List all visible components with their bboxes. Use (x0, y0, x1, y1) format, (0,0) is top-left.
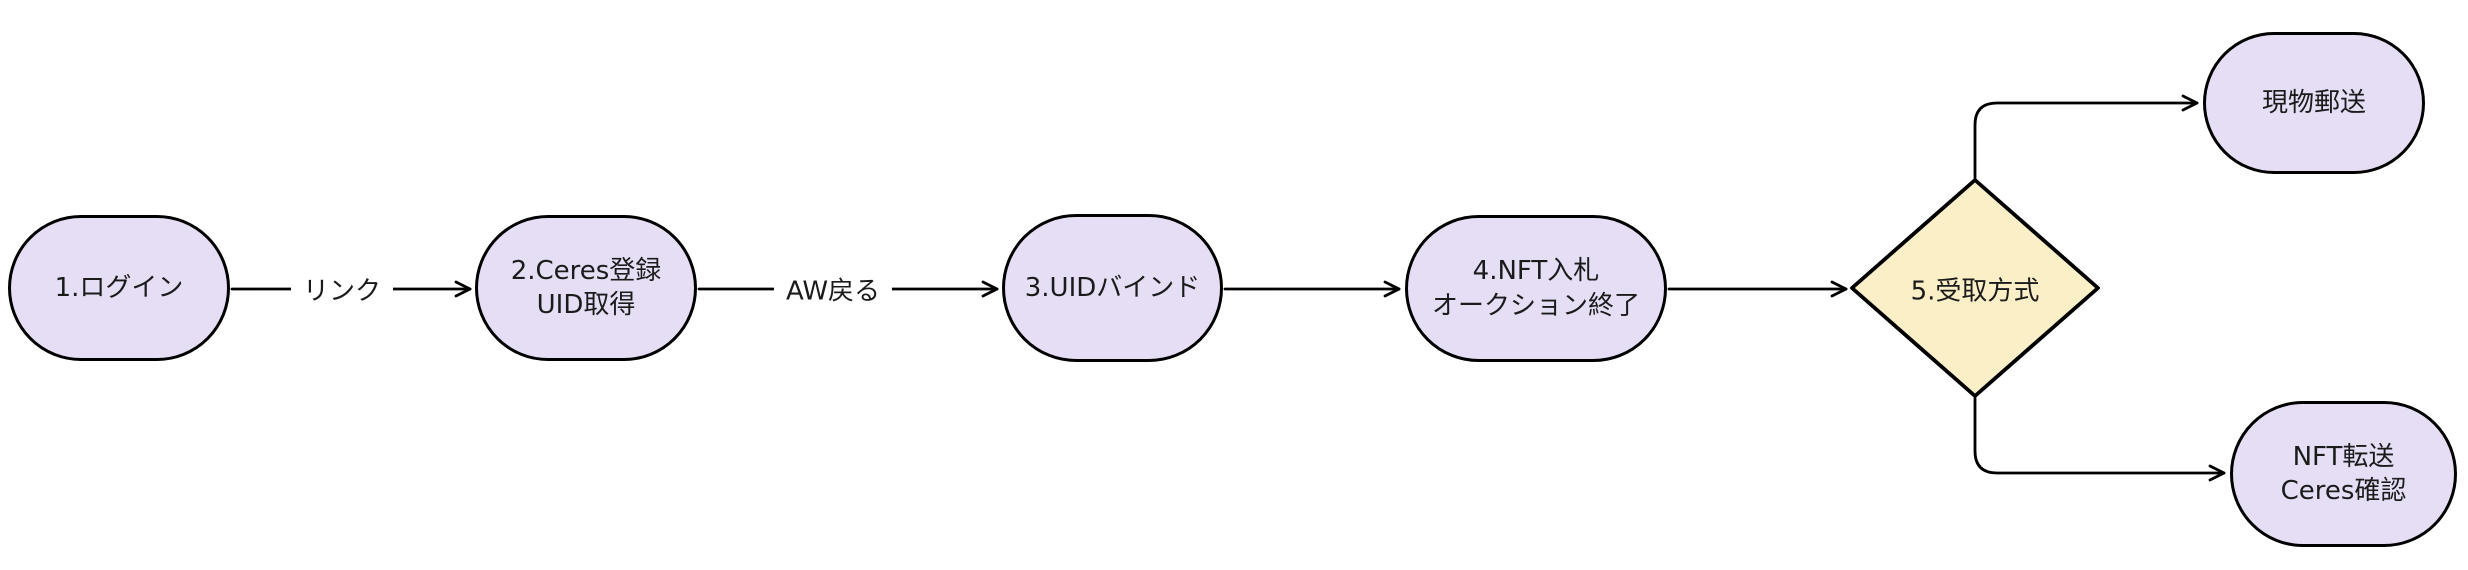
node-ceres-register-label-line2: UID取得 (536, 290, 636, 320)
node-ceres-register-label-line1: 2.Ceres登録 (510, 255, 662, 286)
edge-decision-to-physical-mail (1973, 94, 2199, 180)
node-login: 1.ログイン (8, 215, 230, 361)
node-nft-transfer-label-line1: NFT転送 (2292, 441, 2395, 472)
node-physical-mail-label: 現物郵送 (2261, 87, 2366, 118)
node-nft-transfer-label-line2: Ceres確認 (2280, 476, 2407, 506)
decision-receive-method-label: 5.受取方式 (1910, 276, 2040, 307)
node-nft-auction-label-line1: 4.NFT入札 (1472, 256, 1600, 287)
node-physical-mail: 現物郵送 (2203, 32, 2425, 174)
node-nft-auction: 4.NFT入札 オークション終了 (1405, 215, 1667, 362)
edge-label-link: リンク (290, 268, 394, 310)
node-login-label: 1.ログイン (54, 272, 184, 303)
node-uid-bind: 3.UIDバインド (1002, 214, 1223, 362)
node-nft-transfer: NFT転送 Ceres確認 (2230, 401, 2457, 547)
node-nft-auction-label-line2: オークション終了 (1431, 290, 1640, 321)
edge-label-aw-return: AW戻る (773, 268, 893, 310)
node-ceres-register: 2.Ceres登録 UID取得 (475, 215, 697, 361)
decision-diamond-shape (1850, 178, 2100, 398)
edge-decision-to-nft-transfer (1973, 396, 2226, 482)
node-uid-bind-label: 3.UIDバインド (1024, 272, 1201, 303)
